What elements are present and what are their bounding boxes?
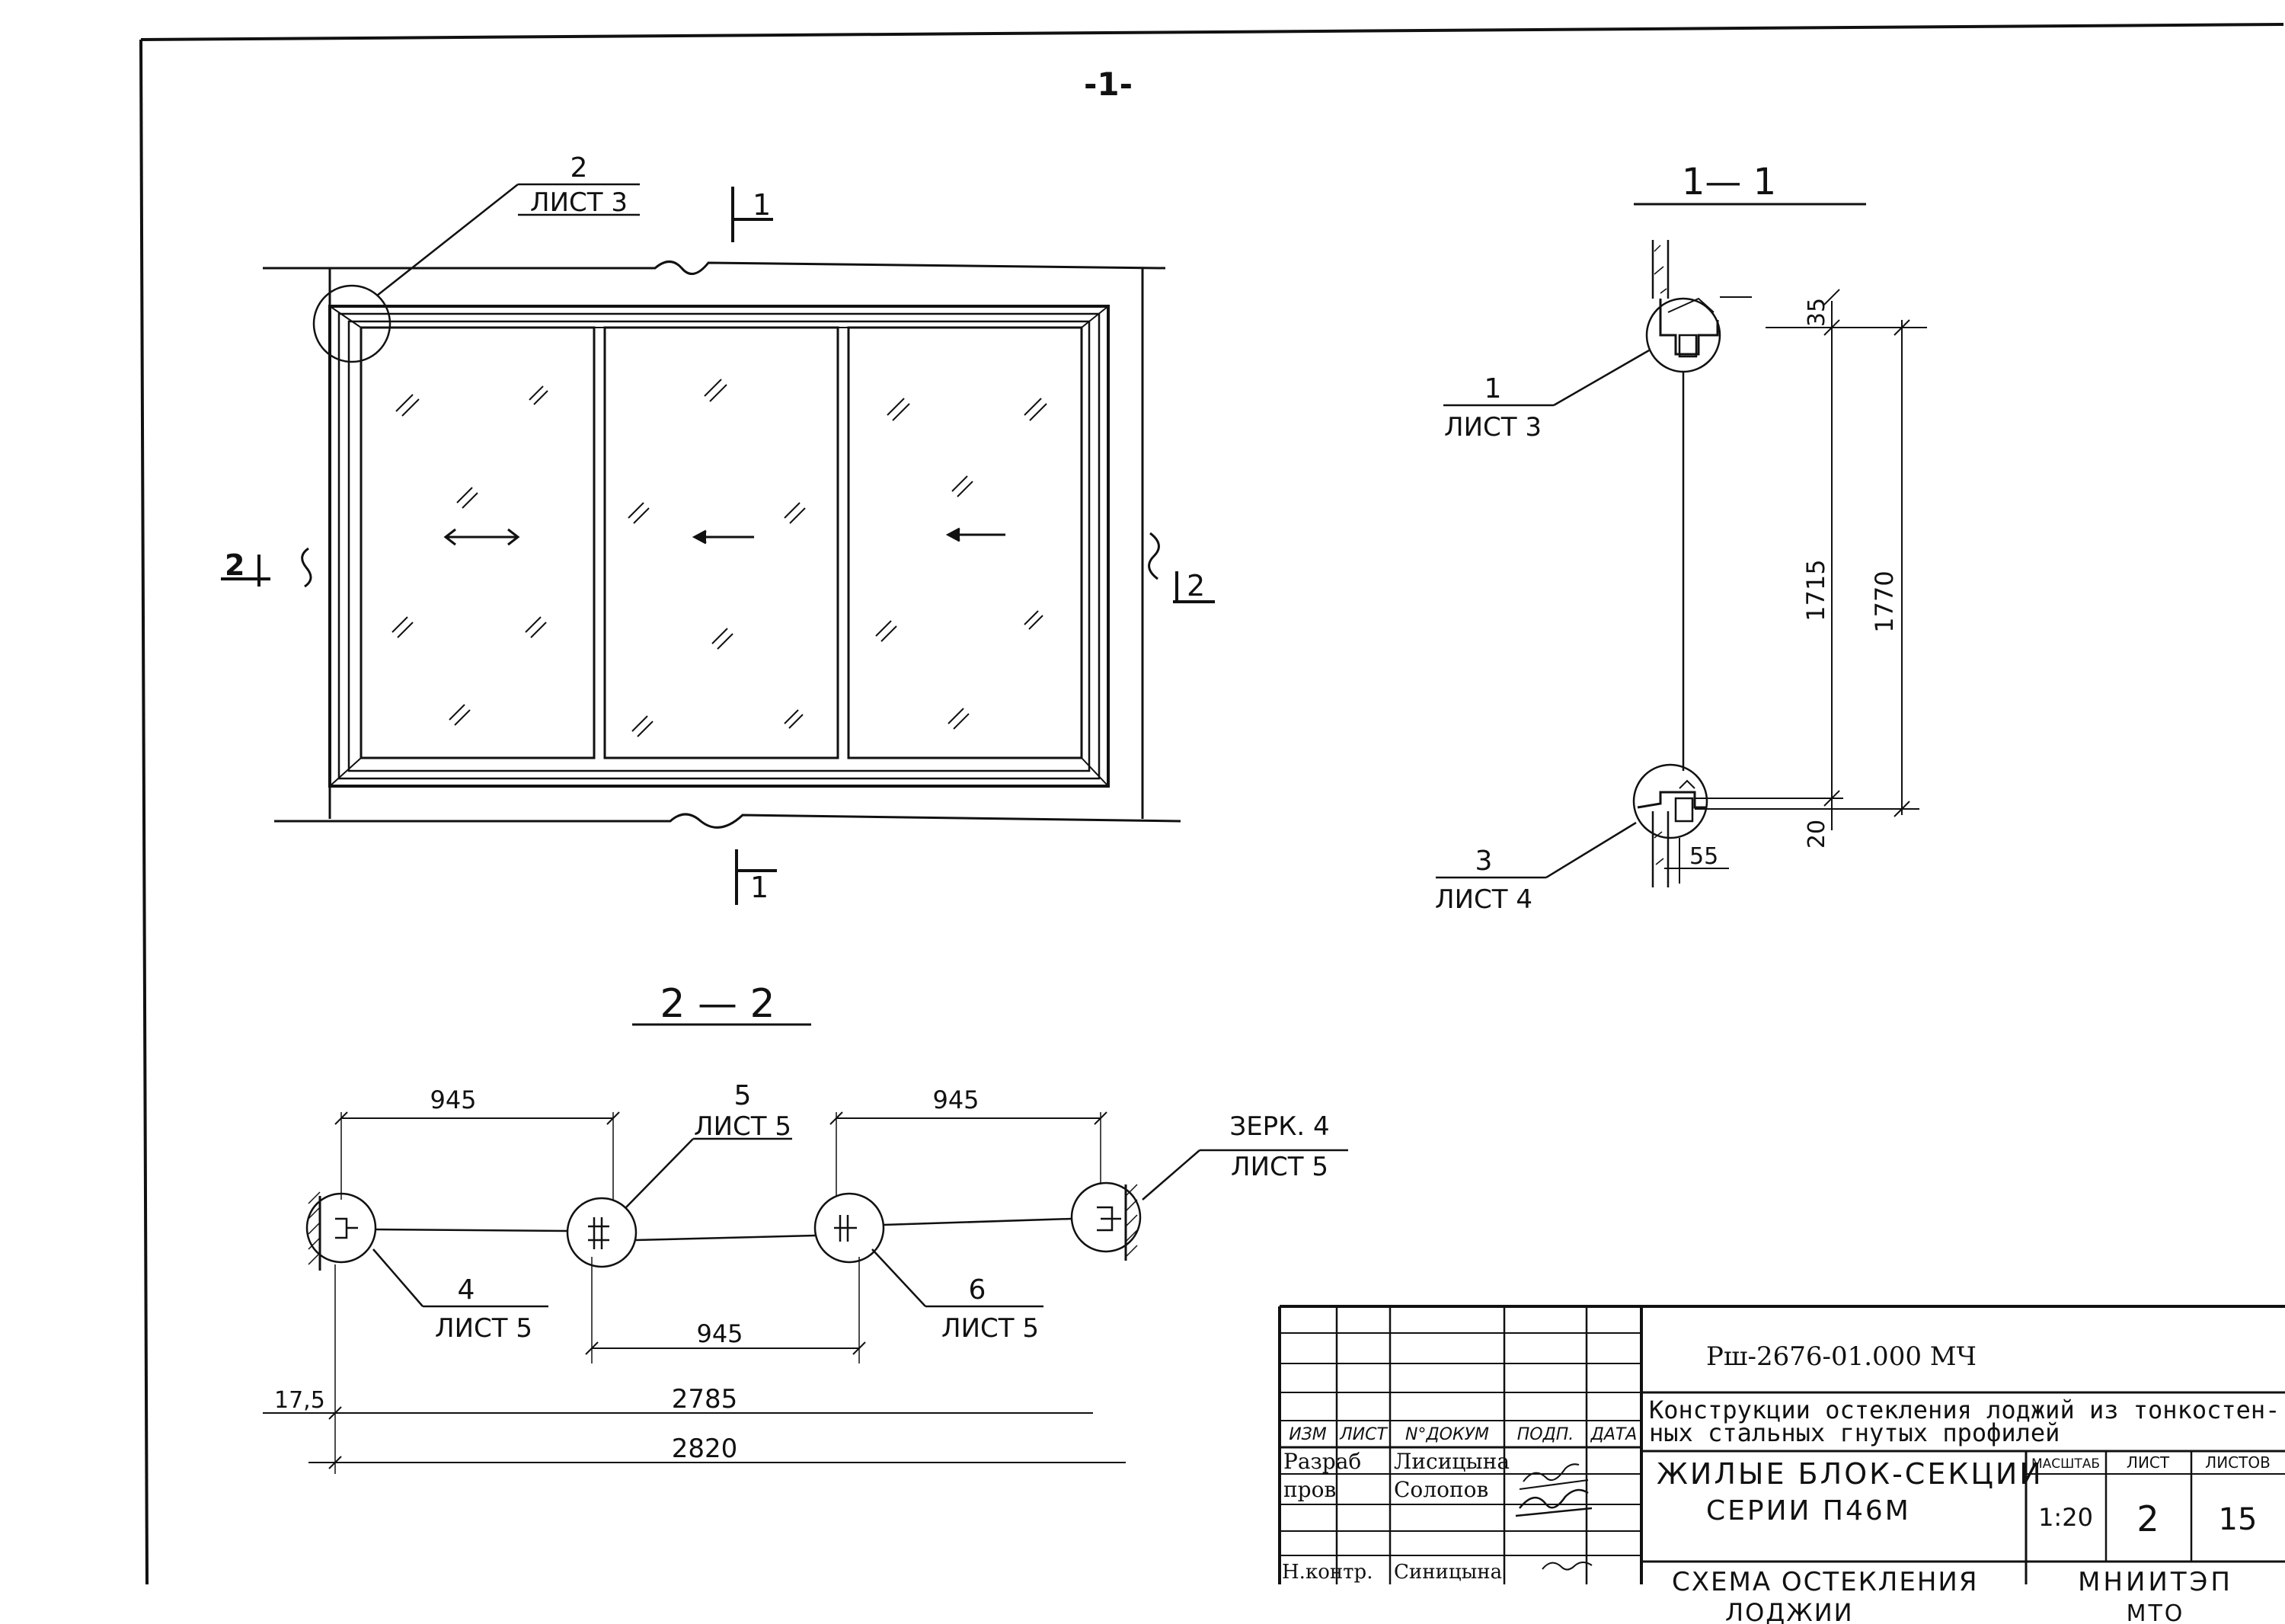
- role-prov: пров: [1283, 1477, 1336, 1502]
- window-elevation: [263, 183, 1181, 829]
- col-header-izm: ИЗМ: [1289, 1425, 1327, 1444]
- callout-1-number: 1: [1484, 373, 1502, 404]
- value-scale: 1:20: [2038, 1503, 2093, 1532]
- callout-4-sheet: ЛИСТ 5: [435, 1313, 532, 1344]
- section-1-1-drawing: [1436, 240, 1927, 887]
- section-mark-2-right: [1173, 571, 1215, 603]
- dim-1-1-1770: 1770: [1870, 571, 1899, 632]
- dim-2-2-945-left: 945: [430, 1085, 476, 1114]
- col-header-data: ДАТА: [1590, 1425, 1638, 1444]
- object-name-line-1: ЖИЛЫЕ БЛОК-СЕКЦИИ: [1657, 1457, 2044, 1491]
- col-header-list: ЛИСТ: [1339, 1425, 1388, 1444]
- section-2-2-title: 2 — 2: [660, 981, 775, 1027]
- dim-1-1-55: 55: [1689, 843, 1718, 870]
- org-line-2: МТО: [2127, 1600, 2185, 1624]
- callout-4-number: 4: [458, 1274, 475, 1306]
- callout-2-sheet: ЛИСТ 3: [530, 187, 628, 218]
- name-nkontr: Синицына: [1394, 1561, 1502, 1584]
- col-header-n-dokum: N°ДОКУМ: [1405, 1425, 1489, 1444]
- name-razrab: Лисицына: [1394, 1449, 1510, 1474]
- section-1-1-title: 1— 1: [1682, 161, 1776, 203]
- doc-code: Рш-2676-01.000 МЧ: [1706, 1341, 1977, 1372]
- dim-2-2-2785: 2785: [672, 1384, 738, 1415]
- sheet-frame: [139, 23, 2284, 1585]
- drawing-title-line-2: ных стальных гнутых профилей: [1649, 1418, 2060, 1447]
- callout-zerk-4-sheet: ЛИСТ 5: [1231, 1152, 1328, 1182]
- value-sheets: 15: [2219, 1502, 2258, 1537]
- callout-6-number: 6: [969, 1274, 986, 1306]
- callout-3-sheet: ЛИСТ 4: [1435, 884, 1532, 915]
- section-mark-2-right-label: 2: [1187, 569, 1205, 603]
- label-sheet: ЛИСТ: [2127, 1453, 2170, 1472]
- callout-1-sheet: ЛИСТ 3: [1444, 412, 1542, 443]
- page-number: -1-: [1084, 66, 1133, 103]
- sheet-title-line-2: ЛОДЖИИ: [1725, 1598, 1854, 1624]
- section-mark-2-left-label: 2: [225, 548, 244, 582]
- dim-1-1-1715: 1715: [1801, 559, 1830, 621]
- role-razrab: Разраб: [1283, 1449, 1361, 1474]
- label-sheets: ЛИСТОВ: [2205, 1453, 2271, 1472]
- dim-2-2-2820: 2820: [672, 1434, 738, 1464]
- dim-2-2-945-right: 945: [932, 1085, 979, 1114]
- label-scale: МАСШТАБ: [2031, 1456, 2100, 1472]
- dim-2-2-17-5: 17,5: [274, 1387, 325, 1414]
- col-header-podp: ПОДП.: [1517, 1425, 1574, 1444]
- callout-2-number: 2: [570, 152, 588, 184]
- callout-zerk-4-number: ЗЕРК. 4: [1229, 1111, 1329, 1142]
- sheet-title-line-1: СХЕМА ОСТЕКЛЕНИЯ: [1672, 1567, 1978, 1597]
- section-mark-1-top: [731, 187, 773, 242]
- section-mark-1-bottom: [735, 849, 777, 905]
- callout-6-sheet: ЛИСТ 5: [941, 1313, 1039, 1344]
- title-block: [1278, 1305, 2285, 1584]
- role-nkontr: Н.контр.: [1282, 1561, 1373, 1584]
- section-mark-1-top-label: 1: [753, 188, 771, 222]
- callout-5-sheet: ЛИСТ 5: [694, 1111, 791, 1142]
- dim-2-2-945-bottom: 945: [696, 1319, 743, 1348]
- callout-5-number: 5: [734, 1080, 752, 1111]
- section-mark-1-bottom-label: 1: [750, 871, 769, 904]
- object-name-line-2: СЕРИИ П46М: [1706, 1495, 1911, 1526]
- section-mark-2-left: [221, 555, 270, 587]
- dim-1-1-35: 35: [1804, 298, 1830, 327]
- drawing-title-line-1: Конструкции остекления лоджий из тонкост…: [1649, 1395, 2280, 1424]
- value-sheet: 2: [2136, 1498, 2159, 1539]
- callout-3-number: 3: [1475, 846, 1493, 877]
- section-2-2-drawing: [263, 1111, 1348, 1474]
- name-prov: Солопов: [1394, 1477, 1488, 1502]
- org-line-1: МНИИТЭП: [2078, 1567, 2233, 1597]
- dim-1-1-20: 20: [1804, 820, 1830, 849]
